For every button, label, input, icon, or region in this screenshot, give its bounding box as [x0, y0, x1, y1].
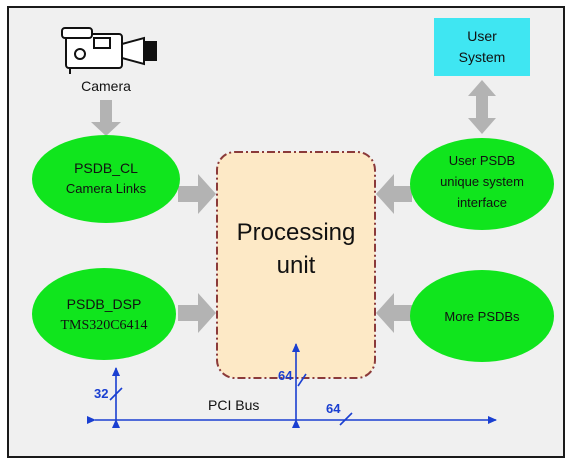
- pci-bus-label: PCI Bus: [208, 397, 259, 413]
- psdb-dsp-line2: TMS320C6414: [60, 318, 147, 333]
- camera-label: Camera: [81, 78, 131, 94]
- arrow-camera-to-psdbcl: [91, 100, 121, 136]
- psdb-dsp-node: [32, 268, 176, 360]
- psdb-cl-line1: PSDB_CL: [74, 160, 138, 176]
- user-system-box: [434, 18, 530, 76]
- bus-width-dsp: 32: [94, 386, 108, 401]
- bus-width-center: 64: [278, 368, 293, 383]
- processing-unit-line2: unit: [277, 252, 316, 279]
- arrow-psdbcl-to-processing: [178, 174, 216, 214]
- arrow-psdbdsp-to-processing: [178, 293, 216, 333]
- user-psdb-node: [410, 138, 554, 230]
- video-camera-icon: [61, 27, 157, 74]
- arrow-morepsdbs-to-processing: [376, 293, 412, 333]
- processing-unit-line1: Processing: [237, 219, 356, 246]
- user-psdb-line1: User PSDB: [449, 153, 515, 168]
- pci-bus: [87, 343, 497, 428]
- user-psdb-line2: unique system: [440, 174, 524, 189]
- user-system-line2: System: [459, 49, 506, 65]
- psdb-dsp-line1: PSDB_DSP: [67, 296, 142, 312]
- bus-slash-center: [297, 373, 307, 387]
- psdb-cl-node: [32, 135, 180, 223]
- arrow-usersystem-userpsdb: [468, 80, 496, 134]
- bus-slash-dsp: [109, 387, 123, 401]
- psdb-cl-line2: Camera Links: [66, 181, 147, 196]
- bus-width-right: 64: [326, 401, 341, 416]
- user-system-line1: User: [467, 28, 497, 44]
- more-psdbs-node: [410, 270, 554, 362]
- user-psdb-line3: interface: [457, 195, 507, 210]
- gray-arrows: [91, 80, 496, 333]
- processing-unit-box: [216, 151, 376, 379]
- more-psdbs-label: More PSDBs: [444, 309, 520, 324]
- arrow-userpsdb-to-processing: [376, 174, 412, 214]
- bus-slash-right: [339, 412, 353, 426]
